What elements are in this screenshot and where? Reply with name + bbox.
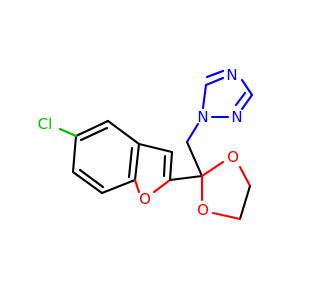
bond-c3a-c3 [137, 142, 174, 154]
double-bond-n4-c5 [205, 69, 225, 79]
bond-ch2-o-bottom [211, 211, 242, 221]
bond-cq-ch2 [185, 140, 204, 178]
dioxolane-bottom-oxygen-label: O [197, 201, 209, 219]
bond-ch2-n1 [185, 122, 200, 144]
double-bond-c4-c5 [79, 126, 109, 142]
furan-oxygen-label: O [139, 190, 151, 208]
double-bond-c7a-c3a [127, 146, 134, 179]
bond-c4-c5 [74, 119, 110, 138]
dioxolane-top-oxygen-label: O [227, 148, 239, 166]
bond-c2-cq [168, 174, 204, 182]
bond-ch2-ch2 [238, 184, 252, 221]
triazole-n1-label: N [197, 108, 208, 126]
triazole-n4-label: N [226, 66, 237, 84]
bond-c3-n4 [240, 78, 254, 97]
bond-c3a-c4 [106, 119, 141, 146]
bond-c2-o1 [152, 178, 172, 194]
double-bond-c3-c2 [162, 154, 167, 178]
bond-n2-c3 [240, 93, 254, 111]
chlorine-atom-label: Cl [38, 115, 53, 133]
bond-c7a-c3a [133, 142, 141, 182]
double-bond-n2-c3 [234, 91, 247, 107]
bond-o1-c7a [133, 178, 141, 194]
bond-c5-c6 [71, 134, 78, 174]
bond-n4-c5 [204, 76, 225, 87]
double-bond-c6-c7 [78, 168, 105, 189]
bond-c3-c2 [168, 150, 174, 182]
molecule-structure: Cl O O O N N N [38, 66, 254, 221]
bond-c6-c7 [71, 170, 104, 195]
bond-c5-n1 [201, 83, 208, 110]
bond-c7-c7a [100, 178, 137, 195]
bond-c5-cl [58, 127, 78, 138]
triazole-n2-label: N [231, 108, 242, 126]
bond-cq-o-top [200, 160, 225, 178]
molecule-canvas: Cl O O O N N N [38, 66, 254, 221]
bond-o-top-ch2 [238, 165, 252, 188]
